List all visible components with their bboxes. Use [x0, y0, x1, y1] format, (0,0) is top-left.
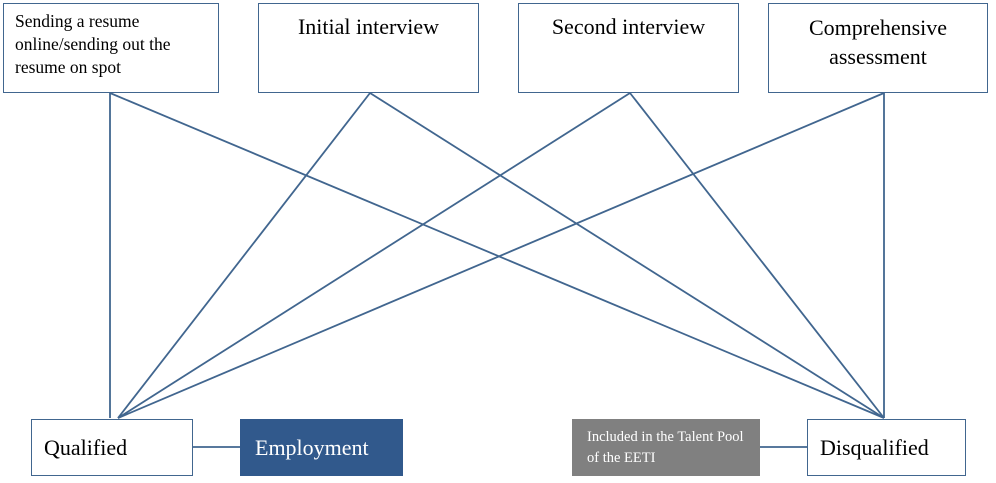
outcome-label-employment: Employment [255, 434, 369, 460]
edge-initial-interview-to-qualified [117, 92, 371, 419]
stage-label-initial-interview: Initial interview [297, 14, 440, 39]
edge-source-to-disqualified [109, 92, 885, 419]
outcome-label-disqualified: Disqualified [820, 434, 929, 460]
stage-box-source[interactable]: Sending a resume online/sending out the … [3, 3, 219, 93]
outcome-box-disqualified[interactable]: Disqualified [807, 419, 966, 476]
stage-label-source: Sending a resume online/sending out the … [15, 11, 171, 77]
edge-second-interview-to-qualified [117, 92, 631, 419]
stage-box-initial-interview[interactable]: Initial interview [258, 3, 479, 93]
stage-box-comprehensive-assessment[interactable]: Comprehensive assessment [768, 3, 988, 93]
stage-label-second-interview: Second interview [551, 14, 706, 39]
edge-initial-interview-to-disqualified [369, 92, 885, 419]
edge-comprehensive-assessment-to-qualified [117, 92, 885, 419]
outcome-box-employment[interactable]: Employment [240, 419, 403, 476]
outcome-label-talent-pool: Included in the Talent Pool of the EETI [587, 428, 744, 466]
outcome-box-qualified[interactable]: Qualified [31, 419, 193, 476]
stage-box-second-interview[interactable]: Second interview [518, 3, 739, 93]
outcome-box-talent-pool[interactable]: Included in the Talent Pool of the EETI [572, 419, 760, 476]
stage-label-comprehensive-assessment: Comprehensive assessment [808, 15, 948, 70]
edge-second-interview-to-disqualified [629, 92, 885, 419]
outcome-label-qualified: Qualified [44, 434, 128, 460]
